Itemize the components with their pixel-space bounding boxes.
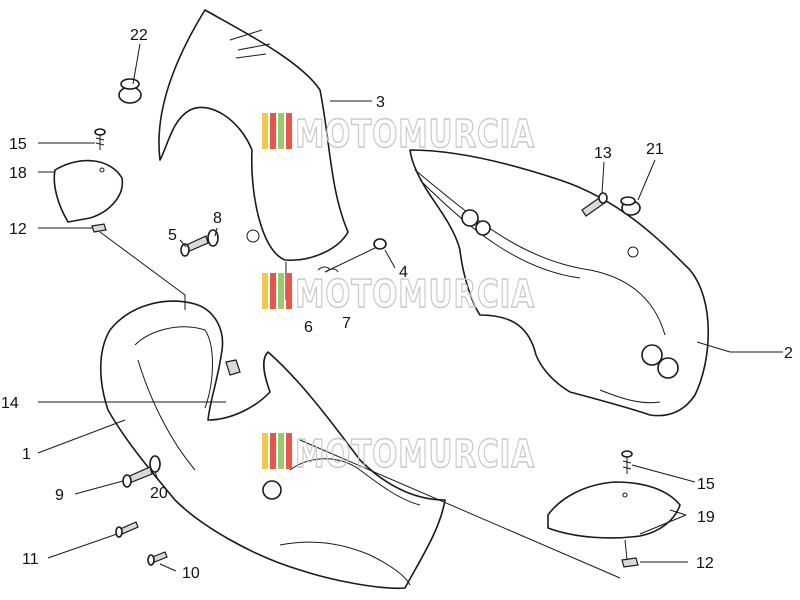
callout-8: 8 (213, 210, 222, 227)
callout-12-lower: 12 (696, 555, 714, 572)
callout-12-upper: 12 (9, 221, 27, 238)
callout-14: 14 (1, 395, 19, 412)
callout-11: 11 (22, 551, 39, 568)
part-15-screw-lower (621, 450, 633, 474)
watermark-text-top: MOTOMURCIA (295, 112, 535, 156)
part-11-screw (115, 521, 139, 538)
part-21-cap (620, 196, 641, 216)
callout-22: 22 (130, 27, 148, 44)
part-3-front-shield (158, 9, 349, 261)
callout-9: 9 (55, 487, 64, 504)
part-12-clip-nut-upper (91, 223, 107, 233)
callout-7: 7 (342, 315, 351, 332)
watermark-top: MOTOMURCIA (262, 111, 535, 157)
part-4-washer (373, 238, 387, 250)
part-13-screw (581, 192, 608, 217)
callout-1: 1 (22, 446, 31, 463)
part-15-screw-upper (94, 128, 106, 150)
callout-15-upper: 15 (9, 136, 27, 153)
part-8-washer (207, 229, 219, 247)
watermark-bottom: MOTOMURCIA (262, 431, 535, 477)
part-2-rear-handlebar-cover (409, 149, 710, 417)
callout-15-lower: 15 (697, 476, 715, 493)
part-9-screw (122, 466, 153, 488)
part-18-small-cover (53, 159, 124, 223)
callout-4: 4 (399, 264, 408, 281)
callout-13: 13 (594, 145, 612, 162)
callout-20: 20 (150, 485, 168, 502)
watermark-text-middle: MOTOMURCIA (295, 272, 535, 316)
callout-5: 5 (168, 227, 177, 244)
part-10-screw (147, 551, 168, 566)
part-20-washer (149, 455, 161, 473)
part-5-screw (180, 235, 209, 257)
part-19-lower-cover (547, 481, 681, 539)
callout-21: 21 (646, 141, 664, 158)
callout-18: 18 (9, 165, 27, 182)
callout-3: 3 (376, 94, 385, 111)
callout-numbers: 22 3 15 18 12 8 5 13 21 4 6 7 2 14 1 9 2… (1, 27, 793, 582)
callout-leaders (37, 43, 783, 572)
part-12-clip-nut-lower (621, 557, 639, 568)
callout-6: 6 (304, 319, 313, 336)
callout-2: 2 (784, 345, 793, 362)
part-22-rubber-plug (118, 78, 142, 104)
callout-10: 10 (182, 565, 200, 582)
callout-19: 19 (697, 509, 715, 526)
watermark-text-bottom: MOTOMURCIA (295, 432, 535, 476)
watermark-middle: MOTOMURCIA (262, 271, 535, 317)
